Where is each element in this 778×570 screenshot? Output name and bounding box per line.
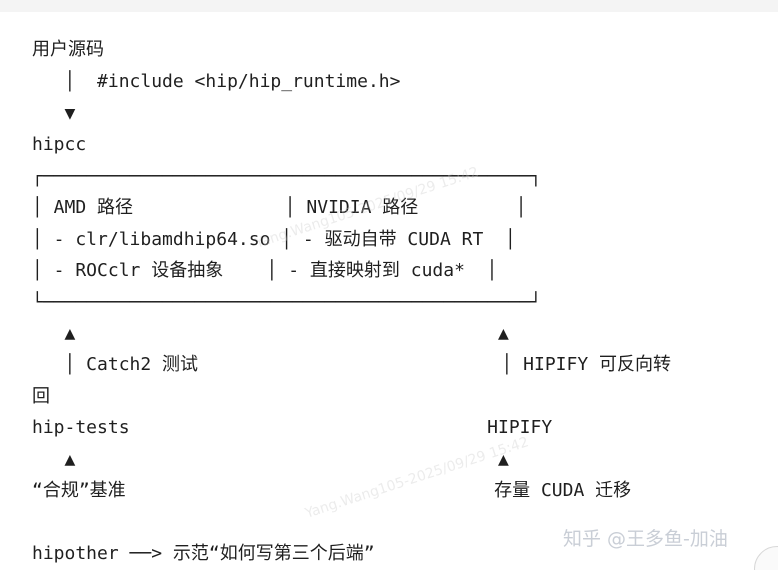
code-line: │ - ROCclr 设备抽象 │ - 直接映射到 cuda* │ bbox=[32, 260, 498, 281]
code-line: │ AMD 路径 │ NVIDIA 路径 │ bbox=[32, 197, 527, 218]
code-line: │ Catch2 测试 │ HIPIFY 可反向转 bbox=[32, 354, 672, 375]
code-line: │ #include <hip/hip_runtime.h> bbox=[32, 71, 401, 92]
code-line: 用户源码 bbox=[32, 39, 104, 60]
code-line: 回 bbox=[32, 386, 50, 407]
code-block: 用户源码 │ #include <hip/hip_runtime.h> ▼ hi… bbox=[0, 12, 778, 570]
code-line: └───────────────────────────────────────… bbox=[32, 292, 542, 313]
code-line: │ - clr/libamdhip64.so │ - 驱动自带 CUDA RT … bbox=[32, 229, 516, 250]
code-line: hip-tests HIPIFY bbox=[32, 417, 553, 438]
zhihu-watermark: 知乎 @王多鱼-加油 bbox=[563, 528, 728, 550]
code-line: ┌───────────────────────────────────────… bbox=[32, 166, 542, 187]
code-line: ▼ bbox=[32, 103, 76, 124]
code-line: ▲ ▲ bbox=[32, 323, 509, 344]
code-line: hipother ──> 示范“如何写第三个后端” bbox=[32, 543, 375, 564]
code-line: hipcc bbox=[32, 134, 87, 155]
code-line: “合规”基准 存量 CUDA 迁移 bbox=[32, 480, 632, 501]
code-line: ▲ ▲ bbox=[32, 449, 509, 470]
